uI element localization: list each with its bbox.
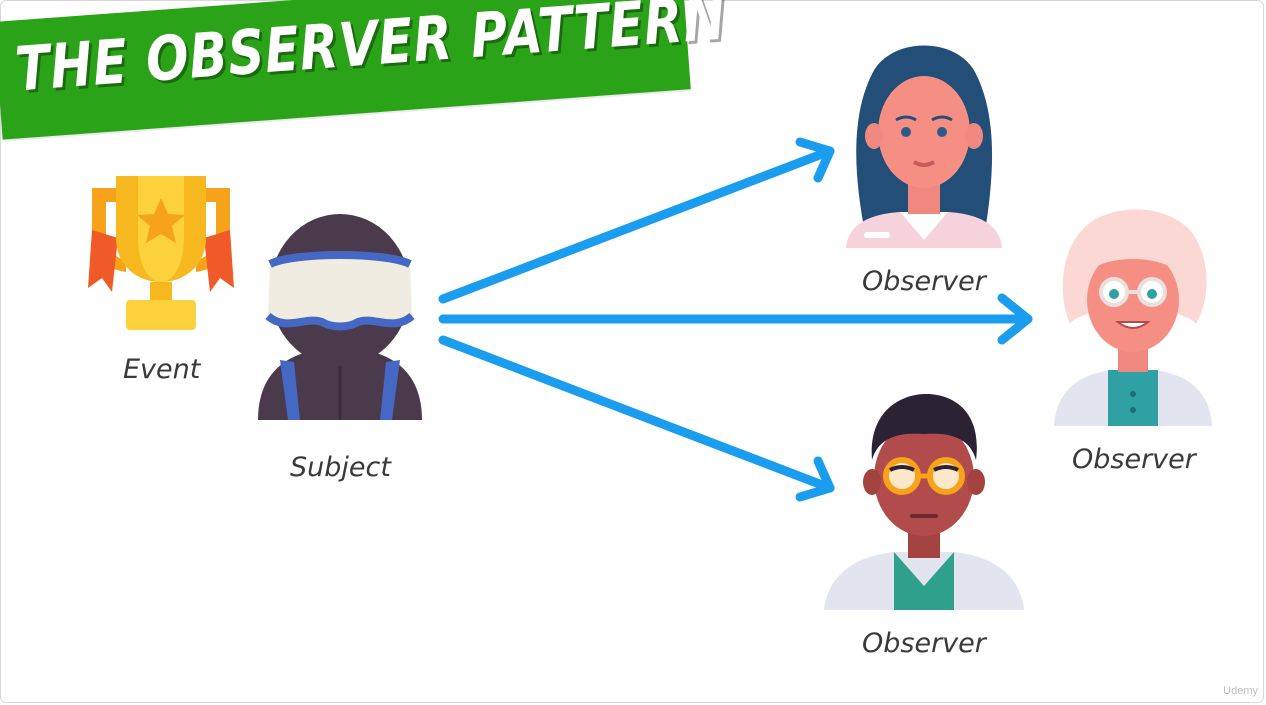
watermark: Udemy — [1223, 685, 1258, 697]
man-glasses-avatar-icon — [824, 394, 1024, 610]
arrow-to-observer-bottom — [438, 335, 835, 502]
observer-top-label: Observer — [862, 266, 986, 297]
hooded-person-icon — [258, 214, 422, 420]
trophy-icon — [88, 176, 234, 330]
woman-avatar-icon — [846, 45, 1002, 248]
observer-bottom-label: Observer — [862, 628, 986, 659]
observer-right-label: Observer — [1072, 444, 1196, 475]
event-label: Event — [123, 354, 201, 385]
elderly-doctor-avatar-icon — [1054, 209, 1212, 426]
subject-label: Subject — [290, 452, 391, 483]
arrow-to-observer-right — [438, 293, 1033, 345]
arrow-to-observer-top — [438, 137, 835, 304]
